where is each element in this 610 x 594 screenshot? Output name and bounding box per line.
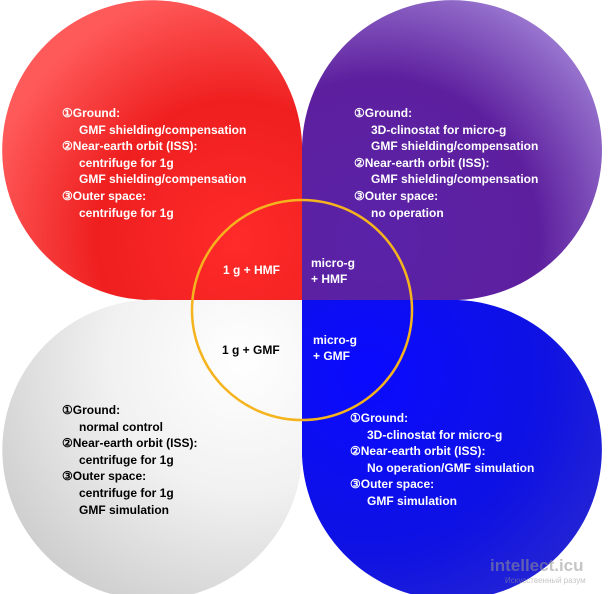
tr-space-heading: ③Outer space: bbox=[354, 188, 439, 203]
br-ground-heading: ①Ground: bbox=[350, 411, 409, 425]
bottom-left-conditions: ①Ground: normal control ②Near-earth orbi… bbox=[62, 402, 197, 518]
top-left-conditions: ①Ground: GMF shielding/compensation ②Nea… bbox=[62, 105, 246, 221]
tl-ground-item: GMF shielding/compensation bbox=[79, 122, 247, 137]
bl-ground-item: normal control bbox=[79, 419, 164, 434]
br-orbit-item: No operation/GMF simulation bbox=[367, 460, 535, 475]
watermark-logo-text: intellect.icu bbox=[490, 556, 584, 575]
tl-orbit-item-2: GMF shielding/compensation bbox=[79, 172, 247, 187]
bl-orbit-item: centrifuge for 1g bbox=[79, 452, 174, 467]
tl-space-item: centrifuge for 1g bbox=[79, 205, 174, 220]
petal-bottom-right bbox=[302, 300, 602, 594]
center-ring bbox=[190, 198, 414, 422]
petal-top-left bbox=[2, 0, 303, 301]
bl-space-item-2: GMF simulation bbox=[79, 502, 169, 517]
center-microg-hmf-line1: micro-g bbox=[311, 256, 356, 270]
petal-bottom-left bbox=[2, 299, 303, 594]
br-space-heading: ③Outer space: bbox=[350, 477, 435, 492]
br-orbit-heading: ②Near-earth orbit (ISS): bbox=[350, 444, 486, 459]
tr-orbit-item: GMF shielding/compensation bbox=[371, 172, 539, 187]
petal-top-right bbox=[302, 0, 602, 301]
center-1g-gmf: 1 g + GMF bbox=[222, 343, 280, 357]
tr-ground-item-1: 3D-clinostat for micro-g bbox=[371, 122, 507, 137]
bottom-right-conditions: ①Ground: 3D-clinostat for micro-g ②Near-… bbox=[350, 410, 534, 510]
tl-orbit-item-1: centrifuge for 1g bbox=[79, 155, 174, 170]
tr-orbit-heading: ②Near-earth orbit (ISS): bbox=[354, 155, 490, 170]
center-1g-hmf: 1 g + HMF bbox=[223, 263, 281, 277]
bl-orbit-heading: ②Near-earth orbit (ISS): bbox=[62, 436, 198, 451]
tr-ground-item-2: GMF shielding/compensation bbox=[371, 139, 539, 154]
center-microg-gmf-line2: + GMF bbox=[313, 349, 351, 363]
watermark-subtitle: Искусственный разум bbox=[505, 576, 586, 585]
bl-space-item-1: centrifuge for 1g bbox=[79, 485, 174, 500]
br-ground-item: 3D-clinostat for micro-g bbox=[367, 427, 503, 442]
center-microg-gmf-line1: micro-g bbox=[313, 333, 358, 347]
tr-ground-heading: ①Ground: bbox=[354, 106, 413, 120]
tl-orbit-heading: ②Near-earth orbit (ISS): bbox=[62, 139, 198, 154]
tl-space-heading: ③Outer space: bbox=[62, 188, 147, 203]
bl-ground-heading: ①Ground: bbox=[62, 403, 121, 417]
center-microg-gmf: micro-g + GMF bbox=[313, 332, 357, 364]
center-microg-hmf: micro-g + HMF bbox=[311, 255, 355, 287]
br-space-item: GMF simulation bbox=[367, 493, 457, 508]
tr-space-item: no operation bbox=[371, 205, 444, 220]
top-right-conditions: ①Ground: 3D-clinostat for micro-g GMF sh… bbox=[354, 105, 538, 221]
center-microg-hmf-line2: + HMF bbox=[311, 272, 348, 286]
bl-space-heading: ③Outer space: bbox=[62, 469, 147, 484]
tl-ground-heading: ①Ground: bbox=[62, 106, 121, 120]
